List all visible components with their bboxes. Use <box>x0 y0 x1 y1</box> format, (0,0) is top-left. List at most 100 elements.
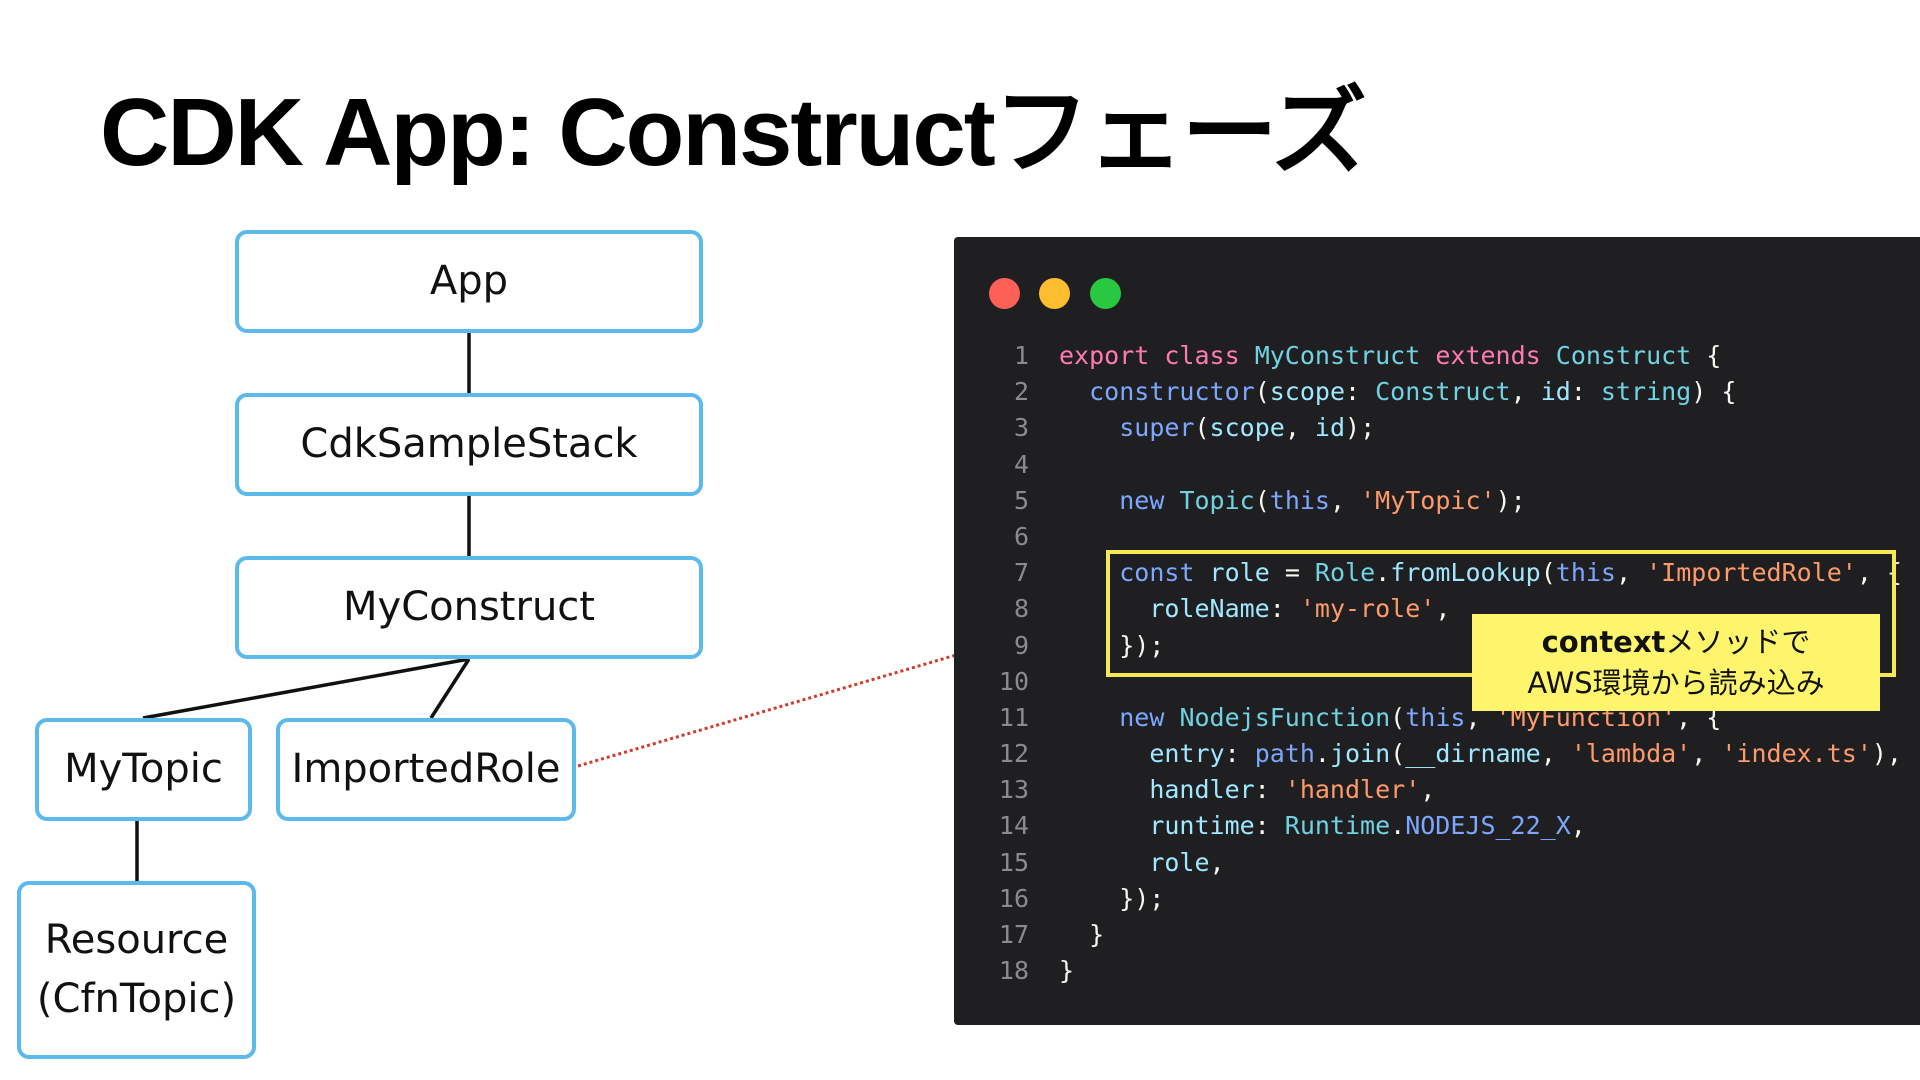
line-code: }); <box>1059 881 1164 917</box>
callout-line-1: contextメソッドで <box>1542 622 1811 663</box>
line-code: handler: 'handler', <box>1059 772 1435 808</box>
line-number: 6 <box>1013 521 1029 551</box>
code-line: 4 <box>954 447 1920 483</box>
code-token: fromLookup <box>1390 558 1541 588</box>
code-token <box>1059 775 1149 804</box>
code-editor-window: 1 export class MyConstruct extends Constr… <box>954 237 1920 1025</box>
code-token: __dirname <box>1405 739 1541 769</box>
code-token <box>1059 486 1119 515</box>
code-token: ) { <box>1691 377 1737 407</box>
code-token: : <box>1570 377 1601 407</box>
code-token: ( <box>1540 558 1556 588</box>
code-token <box>1059 413 1119 442</box>
code-token: this <box>1555 558 1616 588</box>
edge-construct-role <box>429 658 471 719</box>
code-token: , <box>1540 739 1571 769</box>
code-token: 'handler' <box>1284 775 1421 805</box>
code-token: constructor <box>1089 377 1255 407</box>
code-token <box>1164 486 1179 515</box>
code-token: }); <box>1059 883 1165 913</box>
code-token: , <box>1329 485 1361 515</box>
line-number: 14 <box>998 811 1029 841</box>
line-code: entry: path.join(__dirname, 'lambda', 'i… <box>1059 736 1902 772</box>
code-token: handler <box>1149 775 1255 805</box>
line-number: 1 <box>1013 341 1029 370</box>
code-token: = <box>1269 558 1315 588</box>
code-line: 6 <box>954 519 1920 555</box>
code-line: 11 new NodejsFunction(this, 'MyFunction'… <box>954 700 1920 736</box>
line-code: super(scope, id); <box>1059 410 1375 446</box>
line-code: role, <box>1059 845 1224 881</box>
code-token: : <box>1254 775 1285 805</box>
line-code: export class MyConstruct extends Constru… <box>1059 338 1721 374</box>
callout-rest: メソッドで <box>1665 624 1811 659</box>
code-token: this <box>1405 702 1466 732</box>
code-token: export <box>1059 341 1150 370</box>
code-line: 14 runtime: Runtime.NODEJS_22_X, <box>954 808 1920 844</box>
node-imported-role: ImportedRole <box>276 718 576 821</box>
line-number: 5 <box>1013 485 1029 515</box>
code-line: 10 <box>954 664 1920 700</box>
line-number: 9 <box>1013 630 1029 660</box>
code-token <box>1059 848 1149 877</box>
close-window-dot[interactable] <box>989 278 1020 309</box>
code-token: } <box>1059 956 1075 986</box>
minimize-window-dot[interactable] <box>1039 278 1070 309</box>
line-number: 8 <box>1013 594 1029 624</box>
code-token: roleName <box>1149 594 1270 624</box>
callout-note: contextメソッドで AWS環境から読み込み <box>1472 614 1880 711</box>
code-token <box>1240 341 1255 370</box>
line-number: 11 <box>998 702 1029 732</box>
code-token: Topic <box>1179 485 1255 515</box>
code-token: class <box>1164 341 1240 370</box>
code-token: { <box>1691 341 1722 370</box>
code-token: . <box>1390 811 1406 841</box>
code-token: id <box>1314 413 1346 443</box>
code-token <box>1059 739 1149 768</box>
code-token: 'MyTopic' <box>1360 485 1496 515</box>
code-token: 'index.ts' <box>1721 739 1872 769</box>
code-token: . <box>1314 739 1330 769</box>
line-number: 15 <box>998 847 1029 877</box>
zoom-window-dot[interactable] <box>1090 278 1121 309</box>
node-my-topic: MyTopic <box>35 718 252 821</box>
code-line: 17 } <box>954 917 1920 953</box>
line-code: new Topic(this, 'MyTopic'); <box>1059 483 1525 519</box>
code-token: extends <box>1435 341 1541 370</box>
code-lines: 1 export class MyConstruct extends Constr… <box>954 338 1920 989</box>
line-number: 17 <box>998 920 1029 949</box>
code-token <box>1420 341 1435 370</box>
line-code: constructor(scope: Construct, id: string… <box>1059 374 1736 410</box>
code-token: 'my-role' <box>1299 594 1436 624</box>
code-token: , <box>1570 811 1586 841</box>
code-token: ( <box>1254 377 1270 407</box>
code-token: MyConstruct <box>1254 341 1421 370</box>
code-token: , <box>1420 775 1436 805</box>
code-token: ( <box>1194 413 1210 443</box>
code-token: new <box>1119 702 1165 732</box>
code-token: : <box>1269 594 1300 624</box>
code-line: 1 export class MyConstruct extends Constr… <box>954 338 1920 374</box>
code-token: new <box>1119 485 1165 515</box>
code-token: role <box>1209 558 1270 588</box>
node-resource-cfntopic: Resource (CfnTopic) <box>17 881 256 1059</box>
code-line: 9 }); <box>954 628 1920 664</box>
code-token: . <box>1375 558 1391 588</box>
code-line: 18} <box>954 953 1920 989</box>
code-token: Construct <box>1555 341 1692 370</box>
code-token: ( <box>1254 485 1270 515</box>
line-number: 4 <box>1013 449 1029 479</box>
code-token: string <box>1600 377 1692 407</box>
code-token: super <box>1119 413 1195 443</box>
code-token <box>1059 703 1119 732</box>
code-token: Runtime <box>1284 811 1391 841</box>
code-token: ), <box>1871 739 1902 769</box>
code-token: , <box>1691 739 1722 769</box>
code-token: scope <box>1209 413 1285 443</box>
code-line: 5 new Topic(this, 'MyTopic'); <box>954 483 1920 519</box>
code-line: 12 entry: path.join(__dirname, 'lambda',… <box>954 736 1920 772</box>
slide-title: CDK App: Constructフェーズ <box>100 79 1367 186</box>
line-number: 2 <box>1013 377 1029 407</box>
edge-construct-topic <box>142 657 470 720</box>
code-token: : <box>1254 811 1285 841</box>
